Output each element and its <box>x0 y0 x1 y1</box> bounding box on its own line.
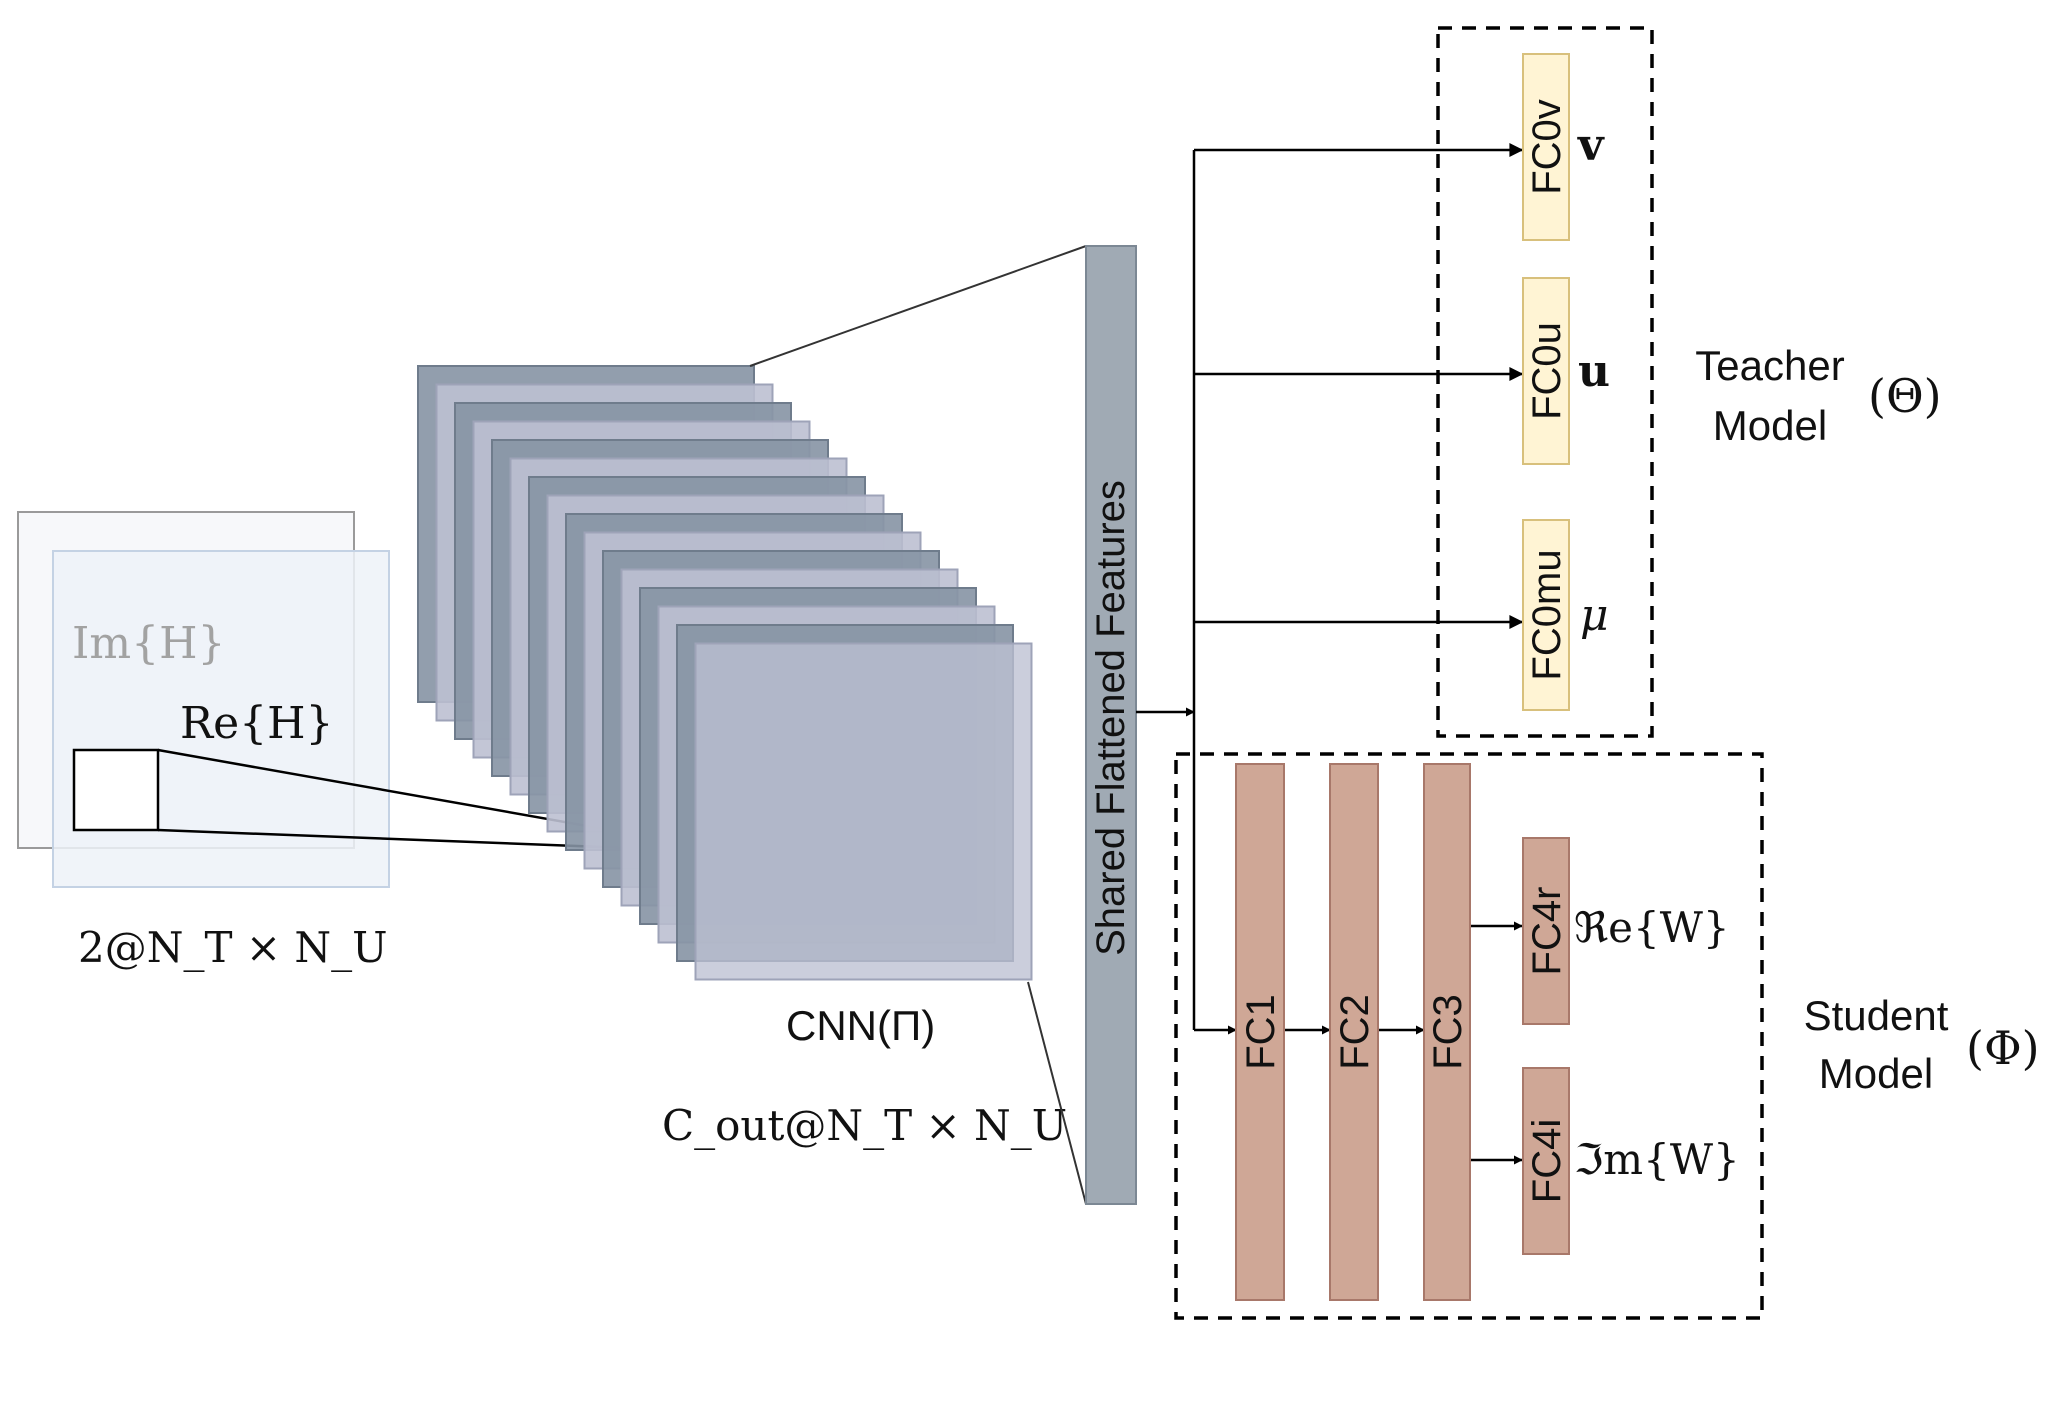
student-title-line2: Model <box>1819 1050 1933 1097</box>
student-title-line1: Student <box>1804 992 1949 1039</box>
input-real-label: Re{H} <box>180 698 334 749</box>
student-layer-fc3-label: FC3 <box>1426 994 1470 1070</box>
student-layer-fc1-label: FC1 <box>1239 994 1283 1070</box>
student-symbol: (Φ) <box>1966 1021 2040 1075</box>
cnn-feature-maps <box>417 365 1033 981</box>
student-output-real: ℜe{W} <box>1574 903 1730 952</box>
student-layer-fc4r <box>1522 837 1570 1025</box>
teacher-layer-fc0u-label: FC0u <box>1525 322 1569 420</box>
teacher-layer-fc0u <box>1522 277 1570 465</box>
receptive-field-window <box>72 748 160 832</box>
teacher-layer-fc0mu-label: FC0mu <box>1525 549 1569 680</box>
cnn-dims-label: C_out@N_T × N_U <box>662 1101 1067 1150</box>
student-boundary <box>1174 752 1764 1320</box>
shared-features-block: Shared Flattened Features <box>749 245 1137 1205</box>
student-layer-fc4i-label: FC4i <box>1525 1119 1569 1203</box>
student-model: FC1 FC2 FC3 FC4r ℜe{W} FC4i ℑm{W} Studen… <box>1174 752 2040 1320</box>
input-dims-label: 2@N_T × N_U <box>78 923 388 972</box>
teacher-layer-fc0v-label: FC0v <box>1525 99 1569 195</box>
teacher-title-line2: Model <box>1713 402 1827 449</box>
student-layer-fc4i <box>1522 1067 1570 1255</box>
projection-line-bottom <box>1027 981 1087 1205</box>
teacher-output-v: v <box>1577 120 1605 171</box>
shared-features-bar <box>1085 245 1137 1205</box>
cnn-label: CNN(Π) <box>786 1002 935 1049</box>
teacher-output-mu: μ <box>1580 590 1609 641</box>
shared-features-label: Shared Flattened Features <box>1089 480 1133 956</box>
cnn-feature-map <box>694 642 1033 981</box>
student-layer-fc2 <box>1329 763 1379 1301</box>
teacher-output-u: u <box>1578 346 1610 397</box>
student-layer-fc2-label: FC2 <box>1333 994 1377 1070</box>
connectors <box>1136 143 1524 1165</box>
teacher-title-line1: Teacher <box>1695 342 1844 389</box>
projection-line-top <box>749 245 1087 367</box>
student-layer-fc4r-label: FC4r <box>1525 887 1569 976</box>
input-block: Im{H} Re{H} 2@N_T × N_U <box>17 511 735 972</box>
teacher-layer-fc0v <box>1522 53 1570 241</box>
cnn-labels: CNN(Π) C_out@N_T × N_U <box>662 1002 1067 1150</box>
input-imag-label: Im{H} <box>72 618 225 669</box>
teacher-boundary <box>1436 26 1654 738</box>
student-output-imag: ℑm{W} <box>1574 1135 1740 1184</box>
student-layer-fc1 <box>1235 763 1285 1301</box>
teacher-model: FC0v v FC0u u FC0mu μ Teacher Model (Θ) <box>1436 26 1942 738</box>
student-layer-fc3 <box>1423 763 1471 1301</box>
teacher-symbol: (Θ) <box>1868 369 1942 423</box>
teacher-layer-fc0mu <box>1522 519 1570 711</box>
